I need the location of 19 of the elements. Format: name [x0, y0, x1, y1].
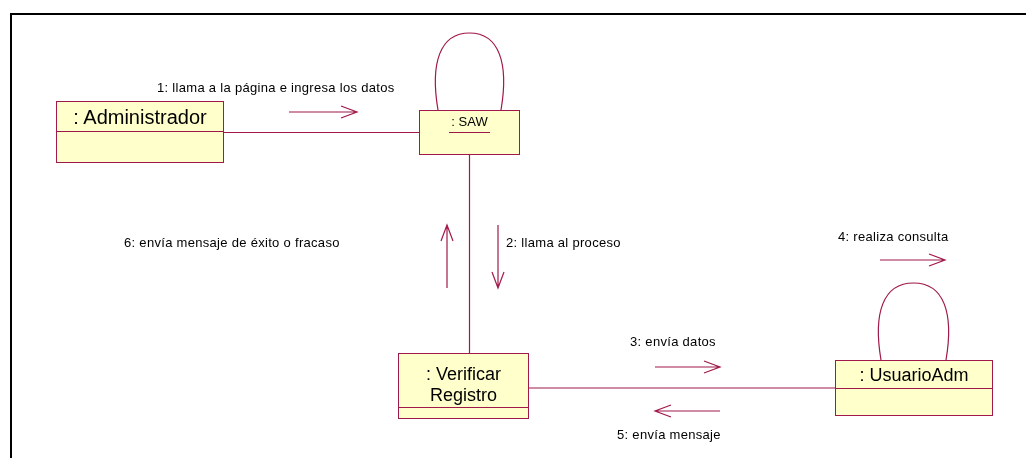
- message-label: 2: llama al proceso: [506, 235, 621, 250]
- object-name: : Administrador: [57, 106, 223, 132]
- object-box: [419, 110, 520, 155]
- object-box: [835, 360, 993, 416]
- link-line: [223, 131, 420, 134]
- object-name: : SAW: [449, 115, 490, 133]
- message-label: 4: realiza consulta: [838, 229, 949, 244]
- message-label: 5: envía mensaje: [617, 427, 721, 442]
- message-label: 6: envía mensaje de éxito o fracaso: [124, 235, 340, 250]
- self-link: [877, 282, 950, 361]
- object-box: [56, 101, 224, 163]
- link-line: [468, 154, 471, 354]
- message-label: 3: envía datos: [630, 334, 716, 349]
- object-box: [398, 353, 529, 419]
- object-name: : UsuarioAdm: [836, 365, 992, 389]
- object-name: : Verificar Registro: [399, 363, 528, 409]
- message-label: 1: llama a la página e ingresa los datos: [157, 80, 395, 95]
- link-line: [528, 387, 836, 389]
- self-link: [434, 32, 505, 111]
